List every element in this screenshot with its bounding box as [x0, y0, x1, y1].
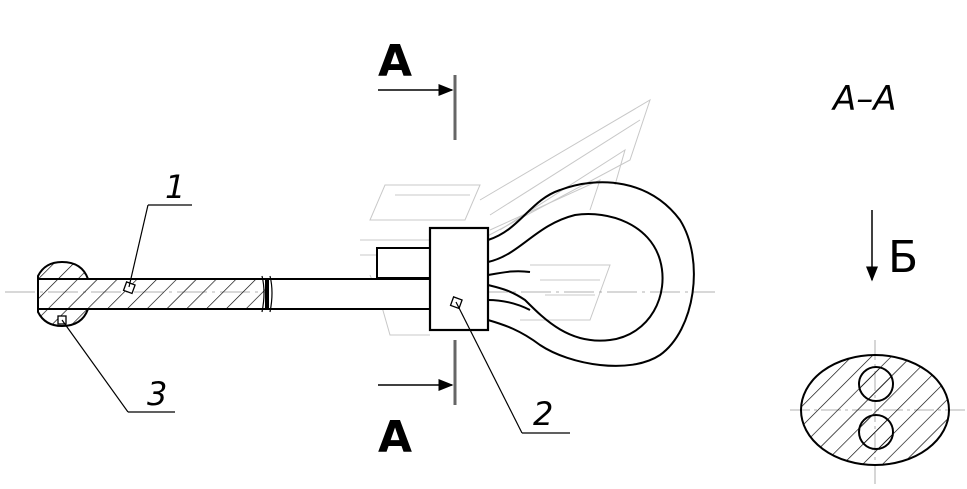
section-title: А–А	[831, 79, 897, 119]
rope-loop	[487, 181, 695, 367]
view-arrow-label: Б	[888, 232, 918, 283]
part-3-callout	[57, 315, 175, 413]
background-ghost-lines	[360, 98, 651, 336]
end-cap	[37, 260, 90, 328]
section-label-top: А	[378, 36, 412, 87]
section-label-bottom: А	[378, 412, 412, 463]
section-cut-markers	[378, 75, 457, 405]
part-number-1: 1	[165, 168, 185, 206]
part-1-callout	[122, 204, 192, 295]
ferrule	[376, 226, 570, 434]
section-view	[790, 210, 965, 485]
rod	[37, 275, 431, 313]
part-number-3: 3	[147, 375, 167, 413]
part-number-2: 2	[533, 395, 553, 433]
